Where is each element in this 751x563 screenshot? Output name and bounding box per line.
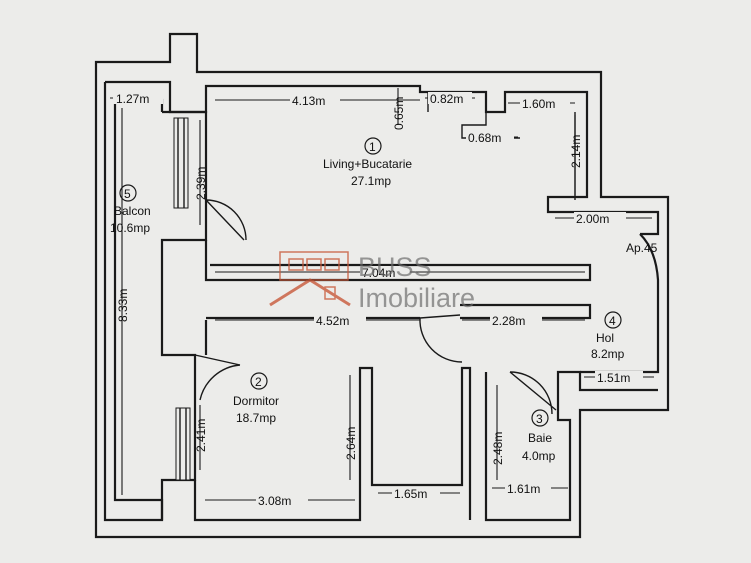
dim-2-28: 2.28m: [492, 314, 525, 328]
dimension-labels: 1.27m 4.13m 0.65m 0.82m 1.60m 0.68m 2.14…: [113, 92, 643, 508]
room-number: 2: [255, 375, 262, 389]
dim-1-27: 1.27m: [116, 92, 149, 106]
room-name: Living+Bucatarie: [323, 157, 412, 171]
dim-2-00: 2.00m: [576, 212, 609, 226]
corridor-wall: [204, 240, 592, 282]
buss-imobiliare-logo: BUSS Imobiliare: [269, 251, 475, 313]
dim-0-68: 0.68m: [468, 131, 501, 145]
logo-text-buss: BUSS: [358, 252, 432, 282]
dim-1-61: 1.61m: [507, 482, 540, 496]
door-balcony: [205, 199, 247, 241]
bath-wall: [484, 370, 658, 522]
dim-4-52: 4.52m: [316, 314, 349, 328]
logo-text-imobiliare: Imobiliare: [358, 283, 475, 313]
room-number: 5: [124, 187, 131, 201]
dim-3-08: 3.08m: [258, 494, 291, 508]
room-number: 1: [369, 140, 376, 154]
dim-1-65: 1.65m: [394, 487, 427, 501]
room-name: Dormitor: [233, 394, 279, 408]
dim-7-04: 7.04m: [362, 266, 395, 280]
dim-1-60: 1.60m: [522, 97, 555, 111]
dim-0-82: 0.82m: [430, 92, 463, 106]
room-name: Balcon: [114, 204, 151, 218]
door-hall: [419, 314, 463, 363]
room-balcony: 5 Balcon 10.6mp: [110, 184, 151, 235]
room-area: 10.6mp: [110, 221, 150, 235]
room-area: 4.0mp: [522, 449, 556, 463]
room-name: Hol: [596, 331, 614, 345]
hall-wall: [580, 233, 660, 374]
room-living: 1 Living+Bucatarie 27.1mp: [323, 137, 412, 188]
dim-2-48: 2.48m: [491, 432, 505, 465]
balcony-window: [173, 117, 189, 209]
bedroom-window: [175, 407, 191, 481]
dim-2-39: 2.39m: [194, 167, 208, 200]
room-bath: 3 Baie 4.0mp: [522, 409, 556, 463]
room-bedroom: 2 Dormitor 18.7mp: [233, 372, 279, 425]
room-area: 18.7mp: [236, 411, 276, 425]
dim-2-64: 2.64m: [344, 427, 358, 460]
bedroom-wall: [193, 366, 472, 522]
balcony-strip: [103, 82, 164, 522]
door-bedroom: [194, 354, 241, 401]
dim-2-14: 2.14m: [569, 135, 583, 168]
apartment-label: Ap.45: [626, 241, 658, 255]
dim-1-51: 1.51m: [597, 371, 630, 385]
room-area: 8.2mp: [591, 347, 625, 361]
door-bath: [509, 371, 557, 415]
dim-0-65: 0.65m: [392, 97, 406, 130]
dim-4-13: 4.13m: [292, 94, 325, 108]
outer-wall: [94, 32, 670, 539]
dim-2-41: 2.41m: [194, 419, 208, 452]
room-number: 3: [536, 412, 543, 426]
room-number: 4: [609, 314, 616, 328]
room-area: 27.1mp: [351, 174, 391, 188]
room-hall: 4 Hol 8.2mp: [591, 311, 625, 361]
dim-8-33: 8.33m: [116, 289, 130, 322]
balcony-column: [160, 110, 208, 520]
room-name: Baie: [528, 431, 552, 445]
